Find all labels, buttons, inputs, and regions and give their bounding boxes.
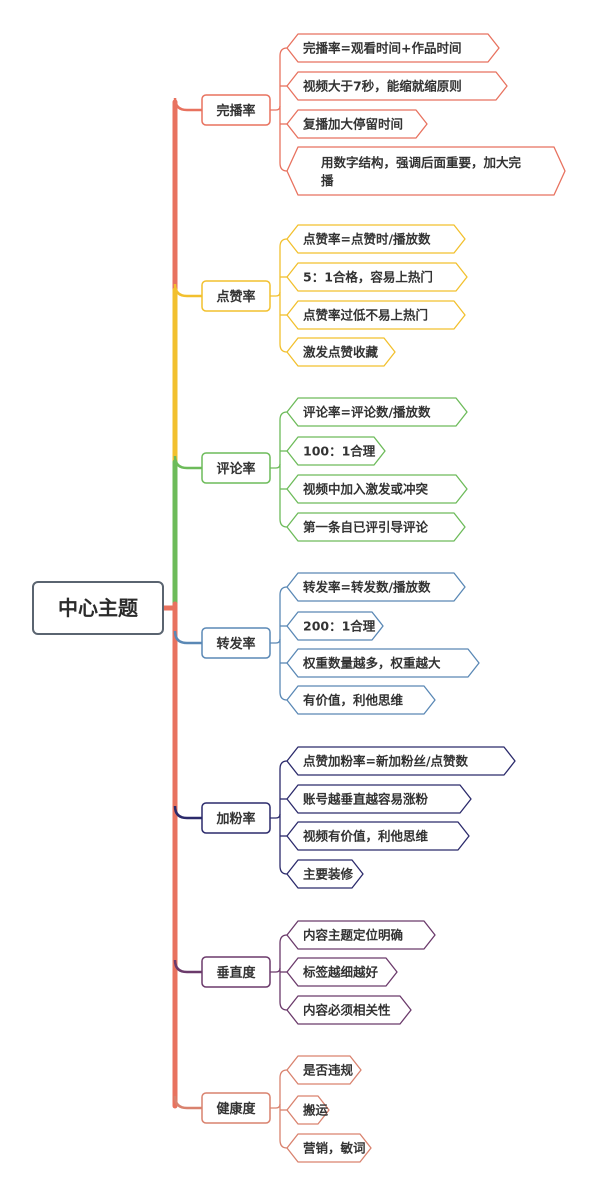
leaf-label: 完播率=观看时间+作品时间 [303,41,461,56]
leaf-label: 视频中加入激发或冲突 [303,482,429,497]
branch-connector [173,283,202,298]
leaf-node[interactable] [286,1133,372,1163]
leaf-node[interactable] [286,784,472,814]
leaf-label: 视频有价值，利他思维 [303,829,429,844]
leaf-label: 播 [321,173,334,188]
branch-label: 加粉率 [215,811,255,827]
leaf-label: 标签越细越好 [302,965,379,980]
branch-connector [173,805,202,820]
branch-connector [173,630,202,645]
leaf-node[interactable] [286,71,508,101]
central-topic-label: 中心主题 [58,596,139,620]
leaf-label: 内容主题定位明确 [303,928,403,943]
leaf-label: 复播加大停留时间 [302,117,403,132]
branch-connector [173,1095,202,1110]
leaf-node[interactable] [286,821,470,851]
leaf-node[interactable] [286,920,436,950]
leaf-spine [279,760,288,875]
leaf-spine [279,411,288,528]
leaf-node[interactable] [286,474,468,504]
leaf-label: 营销，敏词 [303,1141,366,1156]
leaf-node[interactable] [286,859,364,889]
leaf-label: 是否违规 [302,1063,354,1078]
leaf-label: 权重数量越多，权重越大 [302,656,441,671]
leaf-label: 点赞率=点赞时/播放数 [303,232,431,247]
leaf-node[interactable] [286,611,384,641]
leaf-spine-link [270,463,281,469]
branch-label: 点赞率 [216,289,255,305]
leaf-label: 第一条自已评引导评论 [303,520,429,535]
leaf-node[interactable] [286,224,466,254]
leaf-spine-link [270,967,281,973]
leaf-label: 用数字结构，强调后面重要，加大完 [320,155,522,170]
leaf-label: 点赞率过低不易上热门 [303,308,428,323]
leaf-label: 200：1合理 [303,619,376,634]
leaf-label: 5：1合格，容易上热门 [303,270,433,285]
leaf-spine [279,586,288,701]
leaf-label: 激发点赞收藏 [303,345,379,360]
leaf-label: 账号越垂直越容易涨粉 [303,792,429,807]
leaf-label: 视频大于7秒，能缩就缩原则 [303,79,462,94]
leaf-spine [279,238,288,353]
leaf-node[interactable] [286,109,428,139]
central-topic-box[interactable] [32,581,164,635]
leaf-spine-link [270,105,281,111]
leaf-node[interactable] [286,146,566,196]
leaf-node[interactable] [286,436,386,466]
leaf-node[interactable] [286,1055,362,1085]
leaf-node[interactable] [286,300,466,330]
leaf-node[interactable] [286,746,516,776]
leaf-node[interactable] [286,33,500,63]
leaf-label: 100：1合理 [303,444,376,459]
leaf-node[interactable] [286,337,396,367]
leaf-spine [279,47,288,172]
leaf-label: 有价值，利他思维 [303,693,404,708]
branch-label: 健康度 [216,1101,256,1117]
leaf-spine [279,1069,288,1149]
leaf-label: 转发率=转发数/播放数 [303,580,431,595]
branch-connector [173,455,202,470]
leaf-node[interactable] [286,262,468,292]
leaf-node[interactable] [286,1095,330,1125]
leaf-spine-link [270,1103,281,1109]
leaf-spine-link [270,813,281,819]
leaf-node[interactable] [286,685,436,715]
branch-label: 垂直度 [216,965,256,981]
branch-label: 完播率 [216,103,255,119]
leaf-spine-link [270,638,281,644]
leaf-label: 主要装修 [303,867,354,882]
branch-connector [173,97,202,112]
branch-label: 评论率 [216,461,255,477]
leaf-node[interactable] [286,995,412,1025]
branch-connector [173,959,202,974]
leaf-node[interactable] [286,648,480,678]
leaf-label: 点赞加粉率=新加粉丝/点赞数 [303,754,469,769]
leaf-spine-link [270,291,281,297]
leaf-label: 评论率=评论数/播放数 [303,405,431,420]
leaf-node[interactable] [286,397,468,427]
branch-label: 转发率 [216,636,255,652]
leaf-node[interactable] [286,572,466,602]
leaf-node[interactable] [286,512,466,542]
leaf-label: 内容必须相关性 [303,1003,391,1018]
leaf-node[interactable] [286,957,398,987]
leaf-label: 搬运 [303,1103,329,1118]
